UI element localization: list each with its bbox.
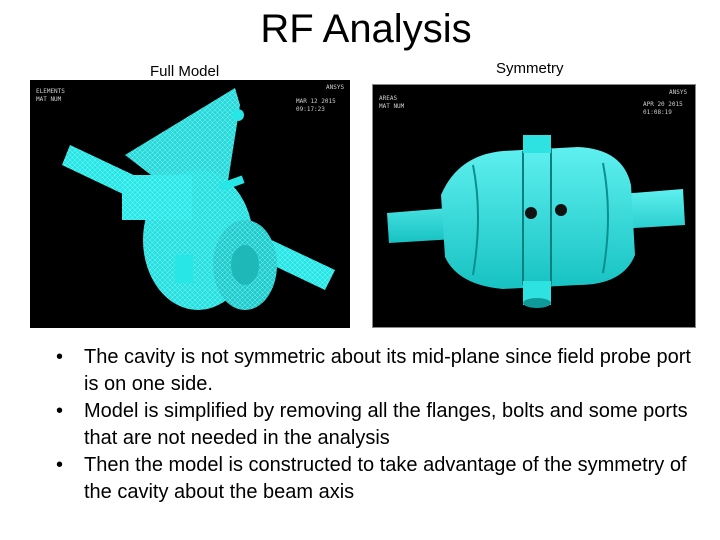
full-model-caption: Full Model (150, 63, 220, 80)
bullet-item: Then the model is constructed to take ad… (52, 452, 692, 506)
bullet-list: The cavity is not symmetric about its mi… (52, 344, 692, 506)
symmetry-hud-date: APR 20 2015 01:08:19 (643, 101, 683, 116)
symmetry-ansys-logo: ANSYS (669, 89, 688, 96)
symmetry-hud-label: AREAS MAT NUM (379, 95, 405, 110)
full-model-hud-date: MAR 12 2015 09:17:23 (296, 98, 336, 113)
symmetry-caption: Symmetry (496, 60, 564, 77)
cavity-half-section (441, 135, 635, 308)
full-model-render (62, 88, 335, 310)
symmetry-image: AREAS MAT NUM ANSYS APR 20 2015 01:08:19 (372, 84, 696, 328)
probe-port (175, 109, 245, 283)
full-model-ansys-logo: ANSYS (326, 84, 345, 91)
full-model-hud-label: ELEMENTS MAT NUM (36, 88, 65, 103)
symmetry-render (387, 135, 685, 308)
cavity-body (122, 170, 277, 310)
bullet-item: Model is simplified by removing all the … (52, 398, 692, 452)
bullet-item: The cavity is not symmetric about its mi… (52, 344, 692, 398)
full-model-image: ELEMENTS MAT NUM ANSYS MAR 12 2015 09:17… (30, 80, 350, 328)
slide-title: RF Analysis (260, 7, 472, 51)
